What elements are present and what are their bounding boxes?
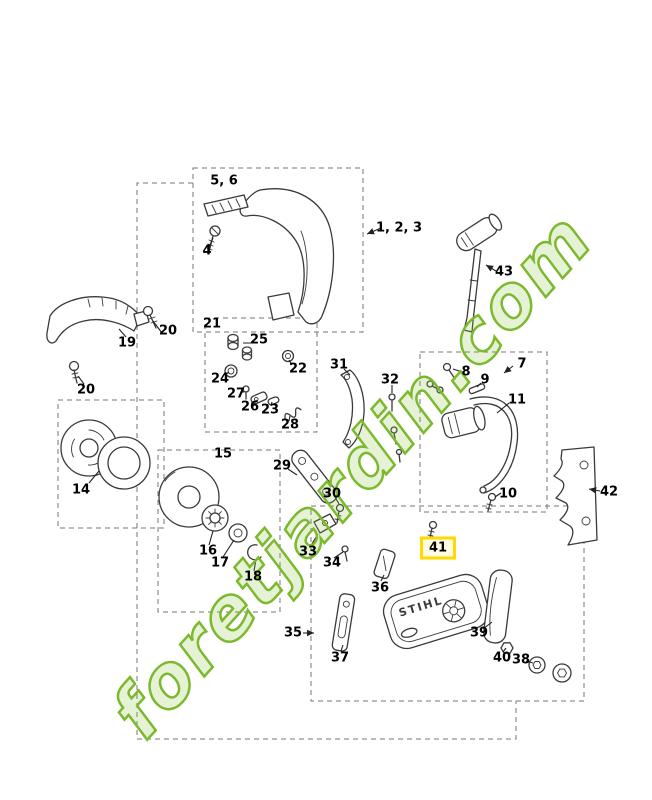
- group-box-21: [204, 317, 318, 433]
- part-drawing-drum-15: [158, 466, 262, 561]
- part-label-9[interactable]: 9: [480, 372, 490, 388]
- group-box-15: [157, 449, 281, 613]
- part-label-24[interactable]: 24: [210, 371, 230, 387]
- part-drawing-screw-20b: [68, 360, 80, 384]
- part-drawing-pins-32: [388, 393, 403, 463]
- part-drawing-plate-36: [373, 548, 396, 580]
- part-label-17[interactable]: 17: [210, 555, 230, 571]
- part-label-29[interactable]: 29: [272, 458, 292, 474]
- part-label-30[interactable]: 30: [322, 486, 342, 502]
- part-drawing-sprocket-cover: STIHL: [382, 573, 490, 650]
- part-label-26[interactable]: 26: [240, 399, 260, 415]
- part-label-10[interactable]: 10: [498, 486, 518, 502]
- part-label-31[interactable]: 31: [329, 357, 349, 373]
- part-label-19[interactable]: 19: [117, 335, 137, 351]
- part-drawing-tool-43: [456, 213, 503, 333]
- part-drawing-slide-37: [331, 593, 356, 652]
- part-drawing-group-21-parts: [224, 333, 302, 419]
- part-label-34[interactable]: 34: [322, 555, 342, 571]
- part-drawing-screw-4: [206, 225, 221, 253]
- part-label-8[interactable]: 8: [461, 364, 471, 380]
- part-drawing-nuts-38: [528, 656, 572, 683]
- part-drawing-grip-39: [483, 569, 513, 644]
- part-label-20a[interactable]: 20: [158, 323, 178, 339]
- part-drawing-spike-42: [553, 446, 598, 546]
- part-label-14[interactable]: 14: [71, 482, 91, 498]
- part-drawing-lever-31: [340, 369, 365, 449]
- part-drawing-hand-guard: [203, 188, 335, 325]
- part-label-22[interactable]: 22: [288, 361, 308, 377]
- part-label-42[interactable]: 42: [599, 484, 619, 500]
- part-label-33[interactable]: 33: [298, 544, 318, 560]
- part-label-43[interactable]: 43: [494, 264, 514, 280]
- group-box-7: [419, 351, 548, 513]
- part-label-1-2-3[interactable]: 1, 2, 3: [375, 220, 423, 236]
- part-label-32[interactable]: 32: [380, 372, 400, 388]
- part-label-39[interactable]: 39: [469, 625, 489, 641]
- part-label-4[interactable]: 4: [202, 243, 212, 259]
- part-label-27[interactable]: 27: [226, 386, 246, 402]
- part-drawing-plate-29: [291, 449, 338, 504]
- part-label-35[interactable]: 35: [283, 625, 303, 641]
- part-label-36[interactable]: 36: [370, 580, 390, 596]
- part-label-25[interactable]: 25: [249, 332, 269, 348]
- part-label-18[interactable]: 18: [243, 569, 263, 585]
- part-label-37[interactable]: 37: [330, 650, 350, 666]
- part-label-40[interactable]: 40: [492, 650, 512, 666]
- part-label-7[interactable]: 7: [517, 356, 527, 372]
- part-drawing-clutch-14: [60, 419, 151, 490]
- group-box-35: [310, 505, 585, 702]
- part-label-21[interactable]: 21: [202, 316, 222, 332]
- part-label-11[interactable]: 11: [507, 392, 527, 408]
- part-label-23[interactable]: 23: [260, 402, 280, 418]
- part-label-41[interactable]: 41: [419, 536, 457, 560]
- part-label-38[interactable]: 38: [511, 652, 531, 668]
- part-label-15[interactable]: 15: [213, 446, 233, 462]
- part-drawing-screw-41: [427, 520, 438, 539]
- part-drawing-screw-30: [334, 503, 345, 524]
- part-label-5-6[interactable]: 5, 6: [210, 173, 238, 189]
- group-box-5-6: [192, 167, 364, 333]
- part-drawing-screw-20a: [142, 305, 158, 329]
- part-label-16[interactable]: 16: [198, 543, 218, 559]
- part-drawing-screw-34: [341, 545, 349, 562]
- outer-boundary: [136, 182, 517, 740]
- part-label-20b[interactable]: 20: [76, 382, 96, 398]
- leader-lines: [77, 227, 601, 664]
- part-label-28[interactable]: 28: [280, 417, 300, 433]
- part-drawing-bracket-33: [313, 513, 337, 534]
